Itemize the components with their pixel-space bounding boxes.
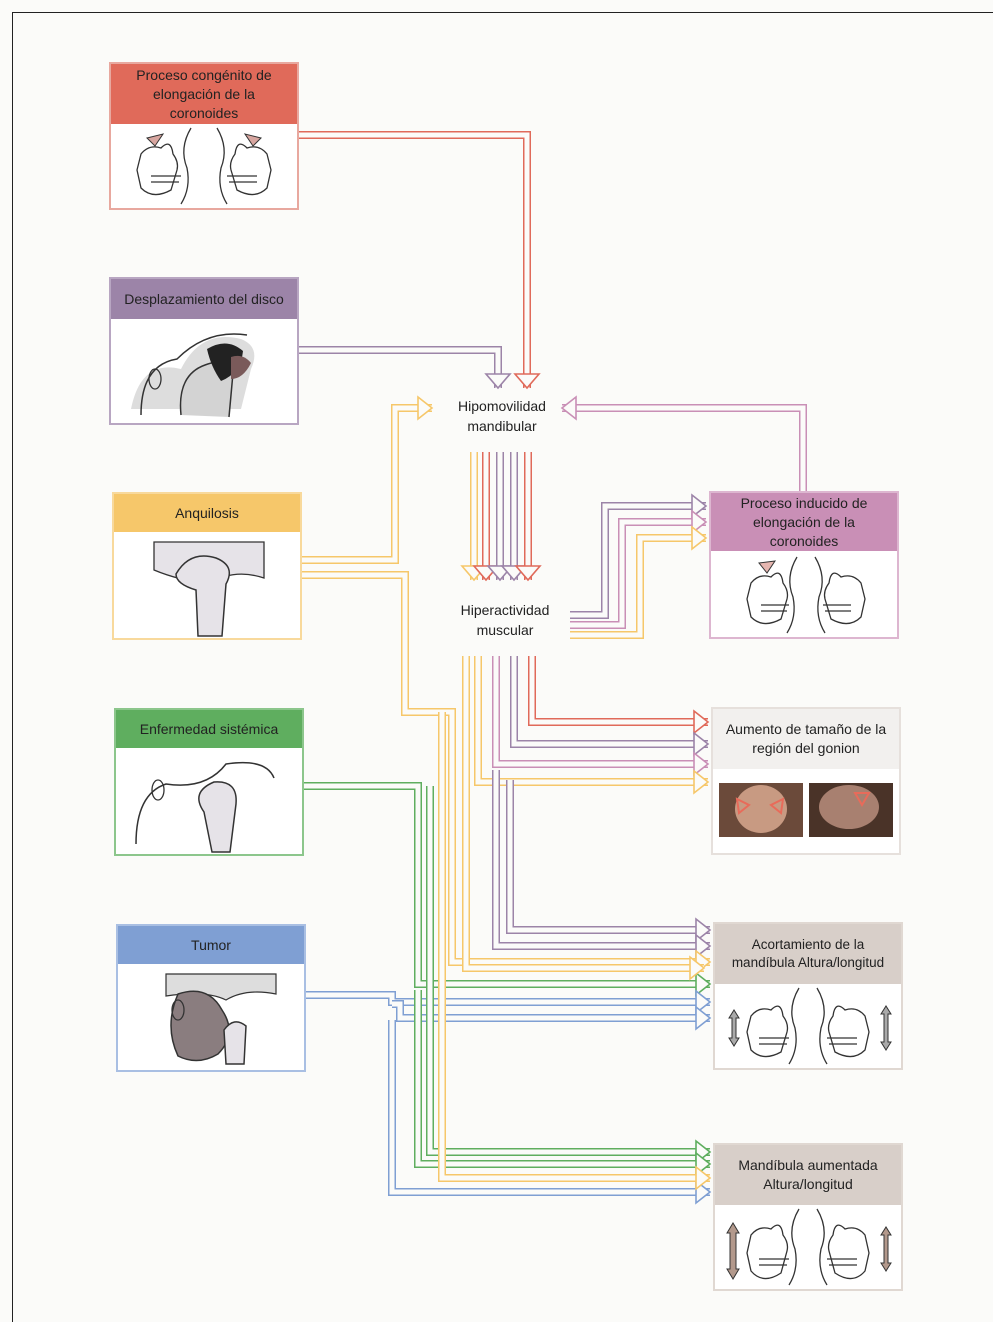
tumor-joint-icon: [165, 973, 277, 1065]
effect-mandible-enlarged: Mandíbula aumentada Altura/longitud: [713, 1143, 903, 1291]
ankylosis-joint-icon: [153, 541, 265, 637]
arrow-hyper-to-gonion-3: [492, 656, 710, 777]
face-photo-icon: [719, 783, 893, 837]
effect-enlarged-title: Mandíbula aumentada Altura/longitud: [715, 1145, 901, 1205]
enlarged-skull-illustration: [715, 1205, 901, 1289]
effect-mandible-shortening: Acortamiento de la mandíbula Altura/long…: [713, 922, 903, 1070]
hypomobility-label: Hipomovilidad mandibular: [458, 398, 546, 434]
arrow-tumor-to-shortening-1: [306, 989, 712, 1015]
tumor-illustration: [118, 964, 304, 1070]
cause-ankylosis: Anquilosis: [112, 492, 302, 640]
arrow-systemic-to-enlarged-1: [426, 786, 712, 1165]
cause-congenital-title: Proceso congénito de elongación de la co…: [111, 64, 297, 124]
page-frame-top: [12, 12, 993, 13]
cause-congenital-coronoid: Proceso congénito de elongación de la co…: [109, 62, 299, 210]
arrow-hyper-to-induced-2: [570, 509, 708, 629]
arrow-hyper-to-gonion-1: [528, 656, 710, 735]
double-arrow-icon: [728, 1005, 892, 1051]
arrow-induced-to-hypomobility: [560, 395, 807, 491]
disc-joint-illustration: [111, 319, 297, 423]
skull-icon: [728, 987, 892, 1065]
double-arrow-icon: [726, 1222, 892, 1280]
induced-skull-illustration: [711, 551, 897, 637]
arrow-tumor-to-shortening-2: [392, 1000, 712, 1031]
arrow-hypo-to-hyper-4: [500, 452, 528, 582]
arrow-hyper-to-induced-3: [570, 525, 708, 639]
arrow-hyper-to-gonion-2: [510, 656, 710, 757]
arrow-ankylosis-to-hypomobility: [302, 395, 434, 564]
cause-ankylosis-title: Anquilosis: [114, 494, 300, 532]
skull-icon: [726, 1208, 892, 1286]
arrow-hypo-to-hyper-3: [486, 452, 514, 582]
cause-tumor-title: Tumor: [118, 926, 304, 964]
arrow-hyper-to-induced-1: [570, 493, 708, 619]
muscle-hyperactivity-label: Hiperactividad muscular: [460, 602, 550, 638]
effect-induced-title: Proceso inducido de elongación de la cor…: [711, 493, 897, 551]
arrow-hypo-to-hyper-5: [514, 452, 542, 582]
arrow-hyper-to-shortening-1: [506, 780, 712, 943]
skull-icon: [136, 127, 272, 205]
skull-icon: [746, 556, 866, 634]
cause-disc-title: Desplazamiento del disco: [111, 279, 297, 319]
tmj-disc-icon: [131, 333, 255, 418]
bilateral-skull-illustration: [111, 124, 297, 208]
cause-tumor: Tumor: [116, 924, 306, 1072]
arrow-hyper-to-gonion-4: [474, 656, 710, 795]
shortened-skull-illustration: [715, 984, 901, 1068]
arrow-hyper-to-shortening-3: [462, 656, 706, 981]
effect-gonion-title: Aumento de tamaño de la región del gonio…: [713, 709, 899, 769]
ankylosis-illustration: [114, 532, 300, 638]
effect-shortening-title: Acortamiento de la mandíbula Altura/long…: [715, 924, 901, 984]
condyle-icon: [135, 761, 275, 853]
arrow-congenital-to-hypomobility: [299, 131, 541, 390]
arrow-disc-to-hypomobility: [299, 346, 512, 390]
cause-systemic-title: Enfermedad sistémica: [116, 710, 302, 748]
effect-gonion-enlargement: Aumento de tamaño de la región del gonio…: [711, 707, 901, 855]
face-photos: [713, 769, 899, 853]
cause-disc-displacement: Desplazamiento del disco: [109, 277, 299, 425]
effect-induced-coronoid: Proceso inducido de elongación de la cor…: [709, 491, 899, 639]
arrow-hyper-to-shortening-2: [492, 770, 712, 959]
cause-systemic-disease: Enfermedad sistémica: [114, 708, 304, 856]
page-frame-left: [12, 12, 13, 1322]
arrow-ankylosis-to-enlarged: [438, 712, 712, 1191]
systemic-joint-illustration: [116, 748, 302, 854]
arrow-systemic-to-shortening: [304, 782, 712, 997]
arrow-systemic-to-enlarged-2: [414, 990, 712, 1177]
